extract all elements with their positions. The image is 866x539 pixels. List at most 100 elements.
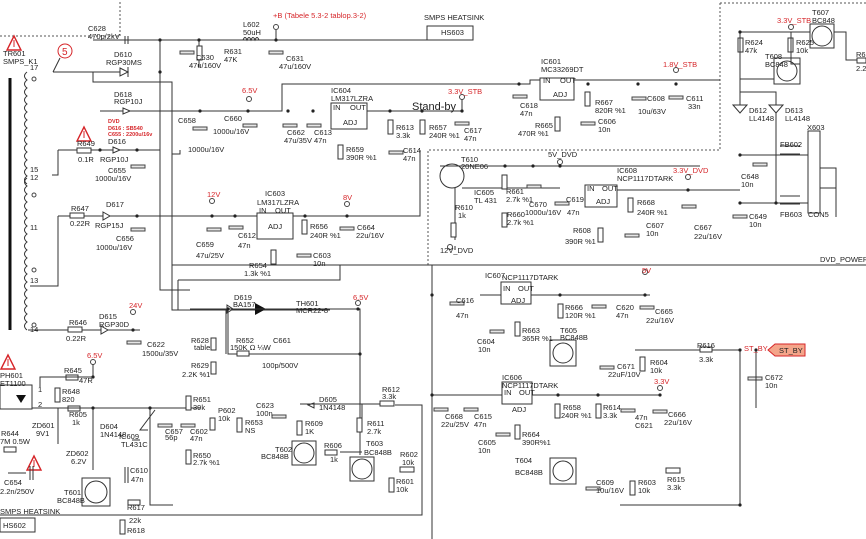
value-t605: BC848B (560, 333, 588, 342)
resistor-r666 (557, 303, 564, 319)
opto-pin-2: 2 (38, 400, 42, 409)
value-r644: 7M 0.5W (0, 437, 31, 446)
rail-terminal (209, 198, 215, 204)
transistor-body (552, 342, 574, 364)
label-c668: C668 (445, 412, 463, 421)
value-r614: 3.3k (603, 411, 617, 420)
resistor-r603 (629, 480, 636, 496)
transformer-tr601 (8, 71, 37, 331)
value-r646: 0.22R (66, 334, 87, 343)
label-c605: C605 (478, 438, 496, 447)
label-r604: R604 (650, 358, 668, 367)
value-r661: 2.7k %1 (506, 195, 533, 204)
label-c671: C671 (617, 362, 635, 371)
capacitor-c654 (8, 466, 34, 480)
resistor-r601 (388, 477, 395, 493)
wire (431, 265, 741, 539)
label-r646: R646 (69, 318, 87, 327)
resistor-r617 (127, 499, 141, 506)
label-r631: R631 (224, 47, 242, 56)
value-r629: 2.2K %1 (182, 370, 210, 379)
diode-d615 (100, 325, 110, 335)
capacitor-c605 (495, 432, 511, 437)
value-r653: NS (245, 426, 255, 435)
rail-6v5-b: 6.5V (353, 293, 368, 302)
value-r657: 240R %1 (429, 131, 460, 140)
rail-1v8-stb: 1.8V_STB (663, 60, 697, 69)
label-r667: R667 (595, 98, 613, 107)
label-c666: C666 (668, 410, 686, 419)
value-c659: 47u/25V (196, 251, 224, 260)
resistor-r616 (699, 346, 713, 353)
value-d613: LL4148 (785, 114, 810, 123)
ic601-ref: IC601 (541, 57, 561, 66)
zener-ic609 (132, 409, 156, 441)
value-r616: 3.3k (699, 355, 713, 364)
capacitor-c602 (180, 423, 196, 428)
resistor-r629 (210, 361, 217, 375)
capacitor-c604 (489, 329, 505, 334)
ic601-pin-in: IN (543, 76, 551, 85)
label-c628: C628 (88, 24, 106, 33)
value-r648: 820 (62, 395, 75, 404)
rail-6v5-c: 6.5V (87, 351, 102, 360)
rail-6v5-a: 6.5V (242, 86, 257, 95)
label-r666: R666 (565, 303, 583, 312)
capacitor-c631 (268, 50, 284, 55)
label-r625: R625 (796, 38, 814, 47)
value-c628: 470p/2kV (88, 32, 120, 41)
value-t608: BC848 (765, 60, 788, 69)
resistor-r658 (554, 403, 561, 419)
value-t601: BC848B (57, 496, 85, 505)
label-r617: R617 (127, 503, 145, 512)
label-c609: C609 (596, 478, 614, 487)
value-c661: 100p/500V (262, 361, 298, 370)
label-r658: R658 (563, 403, 581, 412)
label-c631: C631 (286, 54, 304, 63)
capacitor-c607 (624, 233, 640, 238)
label-c661: C661 (273, 336, 291, 345)
label-c623: C623 (256, 401, 274, 410)
label-c630: C630 (196, 53, 214, 62)
transistor-body (351, 458, 373, 480)
resistor-r659 (337, 144, 344, 160)
value-r601: 10k (396, 485, 408, 494)
wire (739, 31, 857, 105)
ic603-part: LM317LZRA (257, 198, 299, 207)
value-r617: 22k (129, 516, 141, 525)
value-ph601: ET1100 (0, 379, 26, 388)
value-r606: 1k (330, 455, 338, 464)
label-c654: C654 (4, 478, 22, 487)
value-c606: 10n (598, 125, 611, 134)
ic603-pin-adj: ADJ (268, 222, 282, 231)
value-c665: 22u/16V (646, 316, 674, 325)
label-c659: C659 (196, 240, 214, 249)
ic601-box (539, 77, 575, 101)
value-c608: 10u/63V (638, 107, 666, 116)
capacitor-c630 (179, 50, 195, 55)
ic601-part: MC33269DT (541, 65, 584, 74)
label-t607: T607 (812, 8, 829, 17)
junction-dots (91, 30, 778, 507)
value-r650: 2.7k %1 (193, 458, 220, 467)
label-c658: C658 (178, 116, 196, 125)
label-c608: C608 (647, 94, 665, 103)
label-d617: D617 (106, 200, 124, 209)
resistor-r648 (54, 387, 61, 403)
value-c607: 10n (646, 229, 659, 238)
label-d613: D613 (785, 106, 803, 115)
resistor-r615 (665, 467, 681, 474)
ic604-pin-in: IN (333, 103, 341, 112)
capacitor-c608 (631, 96, 647, 101)
value-c618: 47n (520, 109, 533, 118)
label-r652: R652 (236, 336, 254, 345)
opto-pin-1: 1 (38, 385, 42, 394)
value-c613: 47n (314, 136, 327, 145)
label-r663: R663 (522, 326, 540, 335)
rail-5v: 5V (642, 266, 651, 275)
capacitor-c617 (454, 121, 470, 126)
value-d619: BA157 (233, 300, 256, 309)
label-c619: C619 (566, 195, 584, 204)
potentiometer-p602 (209, 417, 216, 431)
label-r603: R603 (638, 478, 656, 487)
